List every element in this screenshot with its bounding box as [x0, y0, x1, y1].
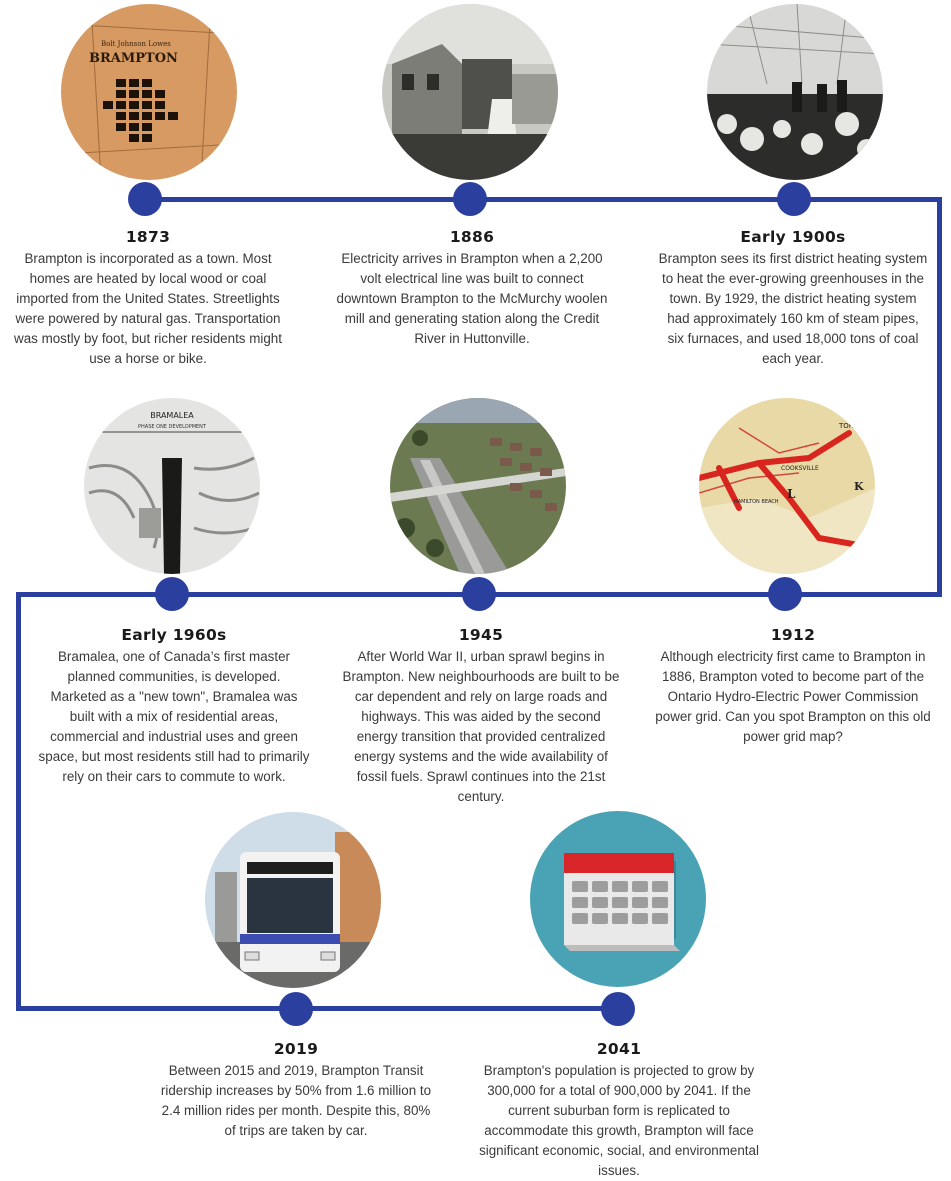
- map-label: BRAMPTON: [89, 51, 178, 66]
- photo-1873-town-map: BRAMPTON Bolt Johnson Lowes: [61, 4, 237, 180]
- plan-subtitle: PHASE ONE DEVELOPMENT: [138, 424, 207, 430]
- event-2041: 2041 Brampton's population is projected …: [478, 1040, 760, 1181]
- timeline-dot-2041: [601, 992, 635, 1026]
- grid-label-hamilton: HAMILTON BEACH: [734, 499, 779, 505]
- event-year: 2041: [596, 1040, 642, 1058]
- plan-title: BRAMALEA: [150, 411, 194, 420]
- timeline-dot-early-1960s: [155, 577, 189, 611]
- event-1912: 1912 Although electricity first came to …: [652, 626, 934, 747]
- event-1945: 1945 After World War II, urban sprawl be…: [342, 626, 620, 807]
- event-description: Between 2015 and 2019, Brampton Transit …: [160, 1063, 432, 1138]
- photo-2041-calendar: [530, 811, 706, 987]
- event-description: After World War II, urban sprawl begins …: [342, 649, 620, 804]
- event-description: Brampton's population is projected to gr…: [479, 1063, 759, 1178]
- event-description: Although electricity first came to Bramp…: [655, 649, 931, 744]
- event-early-1900s: Early 1900s Brampton sees its first dist…: [658, 228, 928, 369]
- event-description: Brampton sees its first district heating…: [658, 251, 928, 366]
- timeline-segment-bottom: [16, 1006, 620, 1011]
- map-sublabel: Bolt Johnson Lowes: [101, 40, 171, 48]
- event-year: Early 1960s: [121, 626, 227, 644]
- event-description: Electricity arrives in Brampton when a 2…: [336, 251, 608, 346]
- timeline-dot-1873: [128, 182, 162, 216]
- photo-1945-highway-aerial: [390, 398, 566, 574]
- timeline-dot-1945: [462, 577, 496, 611]
- event-year: 1945: [458, 626, 504, 644]
- photo-1886-mill: [382, 4, 558, 180]
- timeline-dot-early-1900s: [777, 182, 811, 216]
- event-description: Bramalea, one of Canada’s first master p…: [38, 649, 310, 784]
- event-year: 1873: [125, 228, 171, 246]
- timeline-segment-right: [937, 197, 942, 596]
- timeline-dot-2019: [279, 992, 313, 1026]
- grid-label-cooksville: COOKSVILLE: [781, 465, 819, 472]
- event-year: Early 1900s: [740, 228, 846, 246]
- grid-label-toronto: TORONTO: [838, 422, 875, 430]
- photo-2019-transit-bus: [205, 812, 381, 988]
- timeline-dot-1912: [768, 577, 802, 611]
- event-1873: 1873 Brampton is incorporated as a town.…: [8, 228, 288, 369]
- photo-1912-power-grid-map: TORONTO COOKSVILLE HAMILTON BEACH L K: [699, 398, 875, 574]
- timeline-dot-1886: [453, 182, 487, 216]
- timeline-segment-top: [145, 197, 942, 202]
- grid-label-l: L: [787, 487, 796, 501]
- event-2019: 2019 Between 2015 and 2019, Brampton Tra…: [160, 1040, 432, 1141]
- event-early-1960s: Early 1960s Bramalea, one of Canada’s fi…: [38, 626, 310, 787]
- timeline-segment-left: [16, 592, 21, 1010]
- event-year: 2019: [273, 1040, 319, 1058]
- event-year: 1912: [770, 626, 816, 644]
- event-1886: 1886 Electricity arrives in Brampton whe…: [333, 228, 611, 349]
- grid-label-k: K: [854, 480, 864, 493]
- event-year: 1886: [449, 228, 495, 246]
- photo-bramalea-plan: BRAMALEA PHASE ONE DEVELOPMENT: [84, 398, 260, 574]
- photo-early-1900s-greenhouse: [707, 4, 883, 180]
- event-description: Brampton is incorporated as a town. Most…: [14, 251, 282, 366]
